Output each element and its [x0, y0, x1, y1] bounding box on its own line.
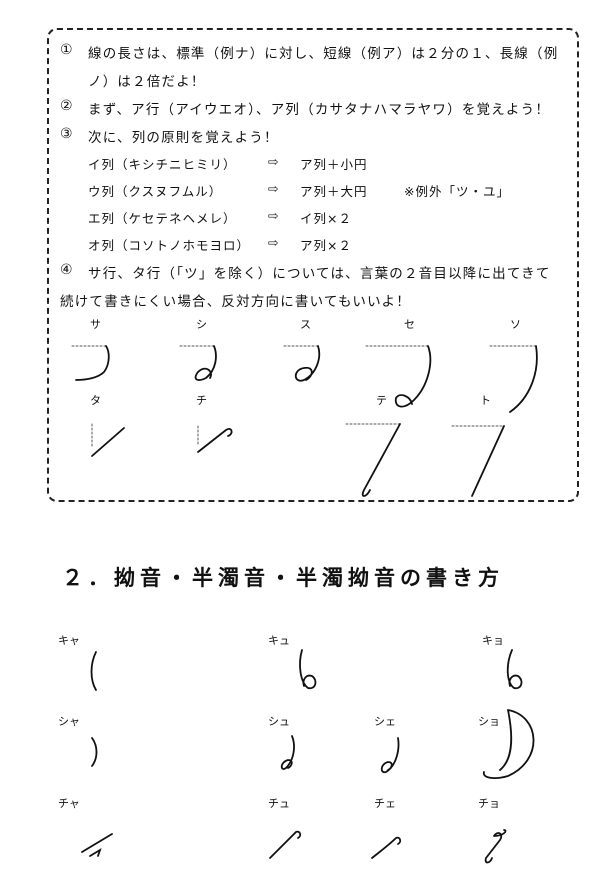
yoon-label-shu: シュ — [268, 715, 290, 728]
rule-1-number: ① — [60, 42, 73, 58]
stroke-ta — [91, 427, 125, 457]
example-label-to: ト — [480, 394, 491, 407]
stroke-sha — [91, 737, 98, 767]
rule-3-number: ③ — [60, 126, 73, 142]
yoon-label-cho: チョ — [478, 797, 500, 810]
yoon-label-che: チェ — [374, 797, 396, 810]
stroke-she — [380, 737, 400, 774]
rule-1-line-2: ノ）は２倍だよ！ — [88, 74, 206, 90]
section-title: ２．拗音・半濁音・半濁拗音の書き方 — [62, 566, 504, 590]
column-i-arrow: ⇨ — [268, 154, 280, 169]
column-e-arrow: ⇨ — [268, 208, 280, 223]
yoon-label-sho: ショ — [478, 715, 500, 728]
stroke-to — [471, 425, 505, 497]
yoon-label-chu: チュ — [268, 797, 290, 810]
stroke-kya — [90, 651, 97, 691]
column-i-rule: ア列＋小円 — [300, 157, 368, 172]
column-o-name: オ列（コソトノホモヨロ） — [88, 238, 251, 253]
yoon-label-kya: キャ — [58, 634, 80, 647]
stroke-kyu — [299, 649, 317, 690]
rule-2-line-1: まず、ア行（アイウエオ）、ア列（カサタナハマラヤワ）を覚えよう！ — [88, 102, 551, 118]
column-u-arrow: ⇨ — [268, 181, 280, 196]
column-i-name: イ列（キシチニヒミリ） — [88, 157, 237, 172]
example-label-se: セ — [404, 318, 415, 331]
stroke-cho — [484, 829, 507, 864]
stroke-so — [509, 345, 538, 413]
yoon-label-kyu: キュ — [268, 634, 290, 647]
stroke-chi — [197, 428, 233, 453]
stroke-cha — [81, 833, 113, 857]
stroke-se — [394, 345, 432, 408]
stroke-chu — [269, 830, 302, 859]
column-u-note: ※例外「ツ・ユ」 — [404, 184, 510, 199]
column-o-arrow: ⇨ — [268, 235, 280, 250]
yoon-label-cha: チャ — [58, 797, 80, 810]
column-o-rule: ア列×２ — [300, 238, 352, 253]
example-label-sa: サ — [90, 318, 101, 331]
stroke-sho — [482, 709, 535, 779]
stroke-shu — [280, 735, 295, 770]
rules-box — [47, 28, 579, 502]
stroke-te — [361, 423, 401, 497]
rule-1-line-1: 線の長さは、標準（例ナ）に対し、短線（例ア）は２分の１、長線（例 — [88, 46, 559, 62]
example-label-chi: チ — [196, 394, 207, 407]
column-u-rule: ア列＋大円 — [300, 184, 368, 199]
rule-4-line-2: 続けて書きにくい場合、反対方向に書いてもいいよ！ — [60, 294, 411, 310]
example-label-su: ス — [300, 318, 311, 331]
column-u-name: ウ列（クスヌフムル） — [88, 184, 223, 199]
stroke-su — [294, 345, 321, 382]
stroke-sa — [75, 345, 110, 381]
rule-3-line-1: 次に、列の原則を覚えよう！ — [88, 130, 279, 146]
stroke-shi — [194, 345, 217, 381]
yoon-label-sha: シャ — [58, 715, 80, 728]
example-label-te: テ — [376, 394, 387, 407]
yoon-label-kyo: キョ — [482, 634, 504, 647]
yoon-label-she: シェ — [374, 715, 396, 728]
example-label-so: ソ — [510, 318, 521, 331]
example-label-ta: タ — [90, 394, 101, 407]
rule-2-number: ② — [60, 98, 73, 114]
rule-4-number: ④ — [60, 262, 73, 278]
stroke-che — [371, 836, 402, 859]
column-e-name: エ列（ケセテネヘメレ） — [88, 211, 237, 226]
column-e-rule: イ列×２ — [300, 211, 352, 226]
rule-4-line-1: サ行、タ行（「ツ」を除く）については、言葉の２音目以降に出てきて — [88, 266, 551, 282]
example-label-shi: シ — [196, 318, 207, 331]
stroke-kyo — [506, 649, 523, 690]
